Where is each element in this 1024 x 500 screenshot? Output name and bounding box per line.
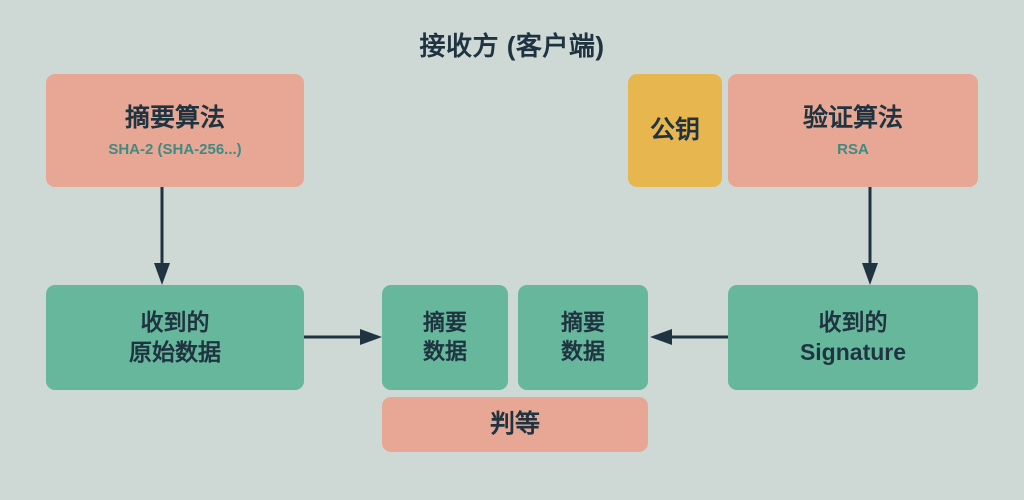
box-digest-data-left: 摘要 数据	[382, 285, 508, 390]
arrow-left-received-signature-to-digest-data	[650, 329, 728, 345]
box-verify-algorithm-sublabel: RSA	[837, 140, 869, 158]
box-digest-data-right-label: 摘要 数据	[560, 309, 605, 364]
box-public-key: 公钥	[628, 74, 722, 187]
box-compare-equality: 判等	[382, 397, 648, 452]
box-verify-algorithm-label: 验证算法	[802, 104, 903, 133]
box-received-original-data-label: 收到的 原始数据	[129, 309, 221, 365]
box-digest-algorithm-label: 摘要算法	[124, 104, 225, 133]
box-compare-equality-label: 判等	[489, 410, 540, 439]
box-received-signature-label: 收到的 Signature	[799, 309, 907, 365]
box-digest-algorithm: 摘要算法 SHA-2 (SHA-256...)	[46, 74, 304, 187]
box-digest-algorithm-sublabel: SHA-2 (SHA-256...)	[108, 140, 242, 158]
box-digest-data-right: 摘要 数据	[518, 285, 648, 390]
box-digest-data-left-label: 摘要 数据	[422, 309, 467, 364]
arrow-down-verify-algorithm-to-received-signature	[862, 187, 878, 285]
diagram-title: 接收方 (客户端)	[419, 31, 605, 61]
arrow-down-digest-algorithm-to-received-data	[154, 187, 170, 285]
box-received-signature: 收到的 Signature	[728, 285, 978, 390]
box-verify-algorithm: 验证算法 RSA	[728, 74, 978, 187]
arrow-right-received-data-to-digest-data	[304, 329, 382, 345]
box-public-key-label: 公钥	[649, 116, 700, 145]
box-received-original-data: 收到的 原始数据	[46, 285, 304, 390]
